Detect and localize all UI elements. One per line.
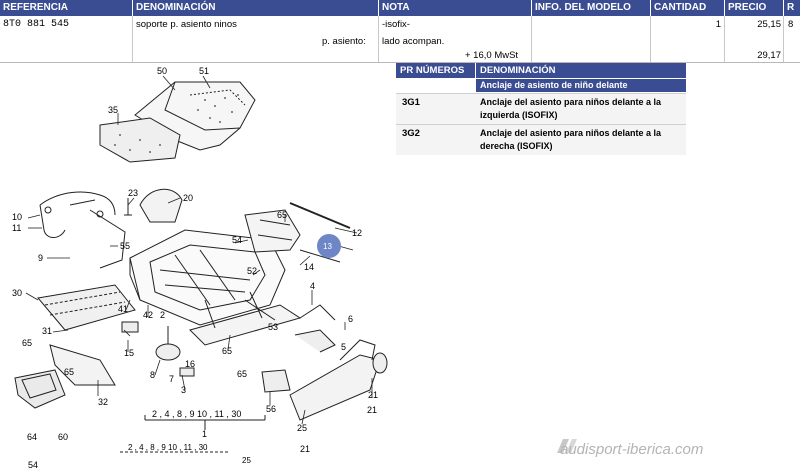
col-denominacion[interactable]: DENOMINACIÓN [133, 0, 379, 16]
group-label-2: 2 , 4 , 8 , 9 10 , 11 , 30 [128, 443, 208, 452]
pr-col-denomination: DENOMINACIÓN [476, 63, 686, 78]
part-note-1: -isofix- [382, 19, 410, 30]
callout-12[interactable]: 12 [352, 228, 362, 238]
audisport-logo-icon [557, 439, 577, 453]
pr-group-title: Anclaje de asiento de niño delante [476, 79, 686, 92]
col-info-modelo[interactable]: INFO. DEL MODELO [532, 0, 651, 16]
callout-23[interactable]: 23 [128, 188, 138, 198]
col-precio[interactable]: PRECIO [725, 0, 784, 16]
group-label-1: 2 , 4 , 8 , 9 10 , 11 , 30 [152, 409, 241, 419]
col-cantidad[interactable]: CANTIDAD [651, 0, 725, 16]
callout-54[interactable]: 54 [232, 235, 242, 245]
callout-16[interactable]: 16 [185, 359, 195, 369]
exploded-parts-diagram: 50 51 35 23 20 10 11 55 9 30 31 42 41 15… [12, 66, 388, 470]
callout-10[interactable]: 10 [12, 212, 22, 222]
group-label-25: 25 [242, 456, 251, 465]
part-reference: 8T0 881 545 [3, 19, 70, 30]
part-denomination: soporte p. asiento ninos [136, 19, 237, 30]
callout-55[interactable]: 55 [120, 241, 130, 251]
callout-42[interactable]: 42 [143, 310, 153, 320]
callout-54[interactable]: 54 [28, 460, 38, 470]
callout-7[interactable]: 7 [169, 374, 174, 384]
callout-65[interactable]: 65 [22, 338, 32, 348]
pr-code: 3G2 [402, 128, 420, 139]
parts-table-header: REFERENCIA DENOMINACIÓN NOTA INFO. DEL M… [0, 0, 800, 16]
callout-6[interactable]: 6 [348, 314, 353, 324]
callout-41[interactable]: 41 [118, 304, 128, 314]
callout-1[interactable]: 1 [202, 429, 207, 439]
callout-64[interactable]: 64 [27, 432, 37, 442]
callout-65[interactable]: 65 [277, 210, 287, 220]
part-note-2: lado acompan. [382, 36, 445, 47]
pr-description: Anclaje del asiento para niños delante a… [480, 97, 662, 120]
callout-3[interactable]: 3 [181, 385, 186, 395]
part-tax-note: + 16,0 MwSt [465, 50, 519, 61]
pr-row[interactable]: 3G2 Anclaje del asiento para niños delan… [396, 124, 686, 155]
callout-65[interactable]: 65 [222, 346, 232, 356]
callout-32[interactable]: 32 [98, 397, 108, 407]
callout-20[interactable]: 20 [183, 193, 193, 203]
pr-col-numbers: PR NÚMEROS [396, 63, 475, 78]
part-quantity: 1 [715, 19, 721, 30]
pr-description: Anclaje del asiento para niños delante a… [480, 128, 662, 151]
callout-15[interactable]: 15 [124, 348, 134, 358]
callout-2[interactable]: 2 [160, 310, 165, 320]
part-price: 25,15 [757, 19, 781, 30]
part-denomination-sub: p. asiento: [322, 36, 366, 47]
watermark: audisport-iberica.com [560, 441, 704, 458]
seat-cushion-drawing [99, 81, 256, 163]
part-price-total: 29,17 [757, 50, 781, 61]
callout-9[interactable]: 9 [38, 253, 43, 263]
callout-51[interactable]: 51 [199, 66, 209, 76]
callout-21[interactable]: 21 [300, 444, 310, 454]
callout-31[interactable]: 31 [42, 326, 52, 336]
callout-14[interactable]: 14 [304, 262, 314, 272]
callout-11[interactable]: 11 [12, 223, 21, 233]
table-row[interactable] [0, 16, 800, 63]
callout-53[interactable]: 53 [268, 322, 278, 332]
callout-65[interactable]: 65 [64, 367, 74, 377]
pr-row[interactable]: 3G1 Anclaje del asiento para niños delan… [396, 93, 686, 124]
part-r-value: 8 [788, 19, 794, 30]
callout-25[interactable]: 25 [297, 423, 307, 433]
callout-labels: 50 51 35 23 20 10 11 55 9 30 31 42 41 15… [12, 66, 378, 470]
callout-21[interactable]: 21 [367, 405, 377, 415]
callout-5[interactable]: 5 [341, 342, 346, 352]
callout-52[interactable]: 52 [247, 266, 257, 276]
pr-code: 3G1 [402, 97, 420, 108]
callout-30[interactable]: 30 [12, 288, 22, 298]
col-r[interactable]: R [787, 2, 795, 13]
callout-56[interactable]: 56 [266, 404, 276, 414]
callout-13-highlight[interactable]: 13 [323, 242, 332, 251]
col-nota[interactable]: NOTA [379, 0, 532, 16]
callout-65[interactable]: 65 [237, 369, 247, 379]
callout-60[interactable]: 60 [58, 432, 68, 442]
callout-4[interactable]: 4 [310, 281, 315, 291]
callout-8[interactable]: 8 [150, 370, 155, 380]
col-referencia[interactable]: REFERENCIA [0, 0, 133, 16]
callout-50[interactable]: 50 [157, 66, 167, 76]
callout-35[interactable]: 35 [108, 105, 118, 115]
callout-21[interactable]: 21 [368, 390, 378, 400]
